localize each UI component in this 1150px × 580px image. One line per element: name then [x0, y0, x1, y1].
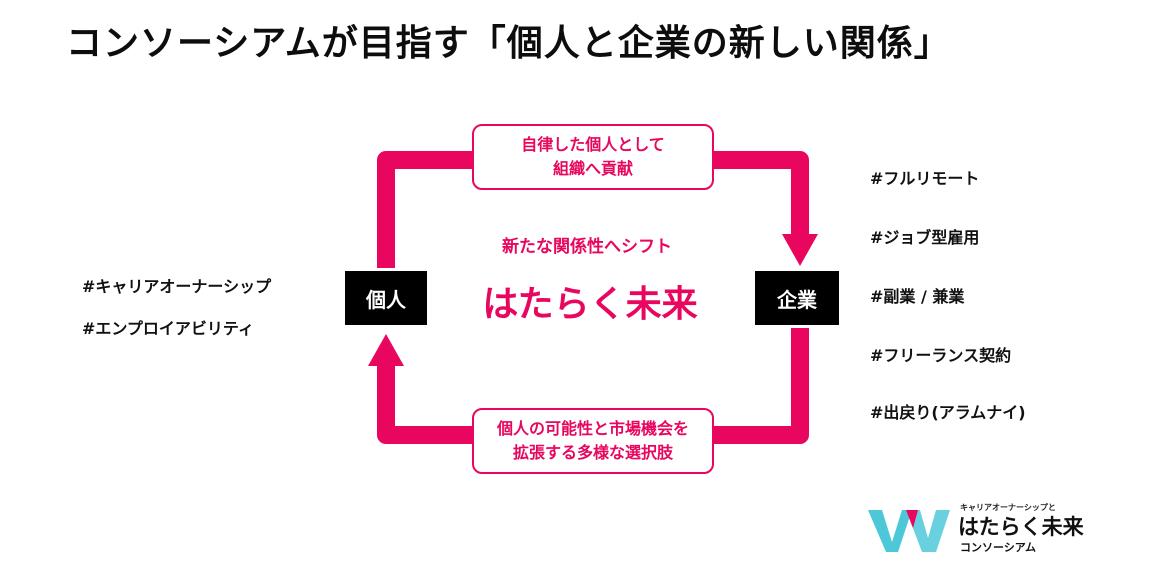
center-subtitle: 新たな関係性へシフト	[502, 237, 672, 257]
right-tag: #ジョブ型雇用	[870, 228, 980, 247]
right-tag: #副業 / 兼業	[870, 287, 965, 306]
consortium-logo-mark	[868, 510, 950, 552]
arrow-head-up	[368, 334, 404, 366]
bottom-callout-line-1: 個人の可能性と市場機会を	[496, 419, 689, 438]
bottom-callout: 個人の可能性と市場機会を 拡張する多様な選択肢	[472, 408, 714, 474]
logo-bottom-text: コンソーシアム	[960, 541, 1037, 554]
top-callout-line-2: 組織へ貢献	[552, 159, 633, 178]
right-tag: #フルリモート	[870, 169, 980, 188]
node-individual: 個人	[345, 271, 427, 325]
page-title: コンソーシアムが目指す「個人と企業の新しい関係」	[66, 23, 951, 64]
right-tag: #フリーランス契約	[870, 346, 1012, 365]
top-callout: 自律した個人として 組織へ貢献	[472, 124, 714, 190]
bottom-callout-line-2: 拡張する多様な選択肢	[512, 443, 673, 462]
arrow-head-down	[782, 234, 818, 266]
left-tag: #キャリアオーナーシップ	[82, 277, 272, 296]
top-callout-line-1: 自律した個人として	[521, 135, 665, 154]
right-tag: #出戻り(アラムナイ)	[870, 403, 1026, 422]
left-tag: #エンプロイアビリティ	[82, 319, 254, 338]
center-main-text: はたらく未来	[482, 284, 698, 325]
logo-subtitle: キャリアオーナーシップと	[960, 503, 1056, 512]
logo-name: はたらく未来	[958, 515, 1084, 539]
node-company: 企業	[755, 271, 839, 325]
